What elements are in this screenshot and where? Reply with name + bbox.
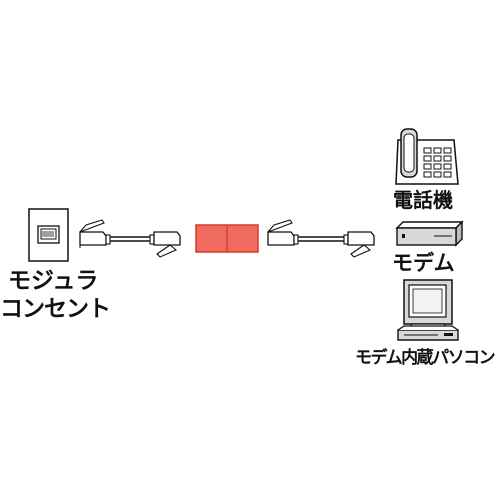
rj11-plug-icon [79,219,111,248]
cable-left [110,236,154,242]
cable-right [298,236,344,242]
computer-icon [397,279,459,341]
rj11-plug-icon [267,219,299,246]
coupler-adapter-icon [195,224,259,253]
computer-label: モデム内蔵パソコン [355,348,496,368]
modular-outlet-icon [28,208,69,262]
telephone-label: 電話機 [393,188,453,212]
modem-label: モデム [392,251,455,275]
modular-outlet-label-line1: モジュラ [8,268,99,294]
modular-outlet-label-line2: コンセント [0,296,111,322]
rj11-plug-icon [343,231,375,258]
telephone-icon [395,128,459,185]
modem-icon [395,220,464,247]
rj11-plug-icon [149,231,181,258]
